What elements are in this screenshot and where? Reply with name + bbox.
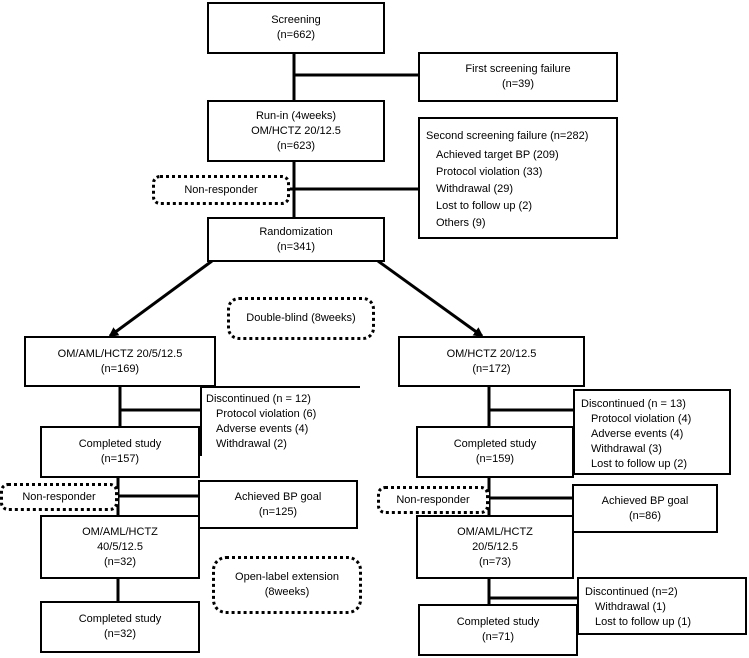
left-completed-title: Completed study [78, 438, 162, 450]
runin-line2: OM/HCTZ 20/12.5 [251, 124, 341, 137]
right-discontinued-item: Protocol violation (4) [591, 413, 692, 425]
right-treatment-count: (n=172) [472, 362, 511, 375]
left-discontinued-frame [200, 386, 360, 456]
right-discontinued2-item: Lost to follow up (1) [595, 616, 691, 628]
left-discontinued-box: Discontinued (n = 12) Protocol violation… [200, 386, 360, 456]
first-failure-title: First screening failure [465, 63, 571, 75]
left-achieved-title: Achieved BP goal [234, 490, 322, 503]
right-completed-box: Completed study (n=159) [416, 426, 574, 478]
right-discontinued2-title: Discontinued (n=2) [585, 586, 678, 598]
right-treatment-title: OM/HCTZ 20/12.5 [446, 347, 537, 360]
second-failure-item: Lost to follow up (2) [436, 200, 532, 212]
screening-box: Screening (n=662) [207, 2, 385, 54]
nonresponder-top-label: Non-responder [184, 183, 258, 196]
right-final-box: Completed study (n=71) [418, 604, 578, 656]
right-achieved-box: Achieved BP goal (n=86) [572, 484, 718, 533]
left-discontinued-item: Withdrawal (2) [216, 438, 287, 450]
second-failure-item: Withdrawal (29) [436, 183, 514, 195]
left-treatment-count: (n=169) [100, 362, 140, 375]
left-titration-line2: 40/5/12.5 [97, 540, 143, 553]
left-achieved-box: Achieved BP goal (n=125) [198, 480, 358, 529]
right-achieved-title: Achieved BP goal [601, 494, 689, 507]
left-completed-count: (n=157) [100, 453, 140, 465]
arrow-right-arm [377, 259, 484, 338]
open-label-line2: (8weeks) [264, 586, 310, 598]
left-treatment-title: OM/AML/HCTZ 20/5/12.5 [57, 347, 183, 360]
left-nonresponder-label: Non-responder [22, 490, 96, 503]
left-discontinued-title: Discontinued (n = 12) [206, 393, 311, 405]
second-screening-failure-box: Second screening failure (n=282) Achieve… [418, 117, 618, 239]
left-treatment-box: OM/AML/HCTZ 20/5/12.5 (n=169) [24, 336, 216, 387]
right-discontinued2-item: Withdrawal (1) [595, 601, 666, 613]
randomization-count: (n=341) [276, 240, 316, 253]
right-nonresponder-label: Non-responder [396, 493, 470, 506]
right-discontinued2-box: Discontinued (n=2) Withdrawal (1) Lost t… [577, 577, 747, 635]
runin-count: (n=623) [276, 139, 316, 152]
left-titration-line1: OM/AML/HCTZ [82, 525, 158, 538]
right-titration-line2: 20/5/12.5 [472, 540, 518, 553]
open-label-box: Open-label extension (8weeks) [212, 556, 362, 614]
double-blind-label: Double-blind (8weeks) [246, 312, 356, 324]
right-achieved-count: (n=86) [628, 509, 662, 522]
right-titration-line1: OM/AML/HCTZ [457, 525, 533, 538]
first-screening-failure-box: First screening failure (n=39) [418, 52, 618, 102]
right-final-title: Completed study [456, 616, 540, 628]
first-failure-count: (n=39) [501, 78, 535, 90]
second-failure-item: Others (9) [436, 217, 486, 229]
left-final-box: Completed study (n=32) [40, 601, 200, 653]
left-discontinued-item: Protocol violation (6) [216, 408, 317, 420]
left-achieved-count: (n=125) [258, 505, 298, 518]
right-discontinued-title: Discontinued (n = 13) [581, 398, 686, 410]
right-discontinued-item: Lost to follow up (2) [591, 458, 687, 470]
right-titration-count: (n=73) [478, 555, 512, 568]
right-final-count: (n=71) [481, 631, 515, 643]
open-label-line1: Open-label extension [235, 571, 339, 583]
left-final-count: (n=32) [103, 628, 137, 640]
runin-line1: Run-in (4weeks) [255, 109, 337, 122]
nonresponder-top-box: Non-responder [152, 175, 290, 205]
arrow-left-arm [108, 259, 213, 338]
second-failure-title: Second screening failure (n=282) [426, 130, 589, 142]
right-discontinued-item: Adverse events (4) [591, 428, 684, 440]
left-final-title: Completed study [78, 613, 162, 625]
randomization-box: Randomization (n=341) [207, 217, 385, 262]
left-titration-box: OM/AML/HCTZ 40/5/12.5 (n=32) [40, 515, 200, 579]
left-titration-count: (n=32) [103, 555, 137, 568]
right-completed-count: (n=159) [475, 453, 515, 465]
screening-title: Screening [271, 14, 321, 26]
runin-box: Run-in (4weeks) OM/HCTZ 20/12.5 (n=623) [207, 100, 385, 162]
left-completed-box: Completed study (n=157) [40, 426, 200, 478]
left-discontinued-item: Adverse events (4) [216, 423, 309, 435]
right-discontinued-box: Discontinued (n = 13) Protocol violation… [573, 389, 731, 475]
screening-count: (n=662) [276, 29, 316, 41]
randomization-title: Randomization [259, 225, 333, 238]
right-treatment-box: OM/HCTZ 20/12.5 (n=172) [398, 336, 585, 387]
double-blind-box: Double-blind (8weeks) [227, 297, 375, 340]
second-failure-item: Protocol violation (33) [436, 166, 543, 178]
left-nonresponder-box: Non-responder [0, 483, 118, 511]
right-completed-title: Completed study [453, 438, 537, 450]
second-failure-item: Achieved target BP (209) [436, 149, 559, 161]
right-discontinued-item: Withdrawal (3) [591, 443, 662, 455]
right-titration-box: OM/AML/HCTZ 20/5/12.5 (n=73) [416, 515, 574, 579]
right-nonresponder-box: Non-responder [377, 486, 489, 514]
